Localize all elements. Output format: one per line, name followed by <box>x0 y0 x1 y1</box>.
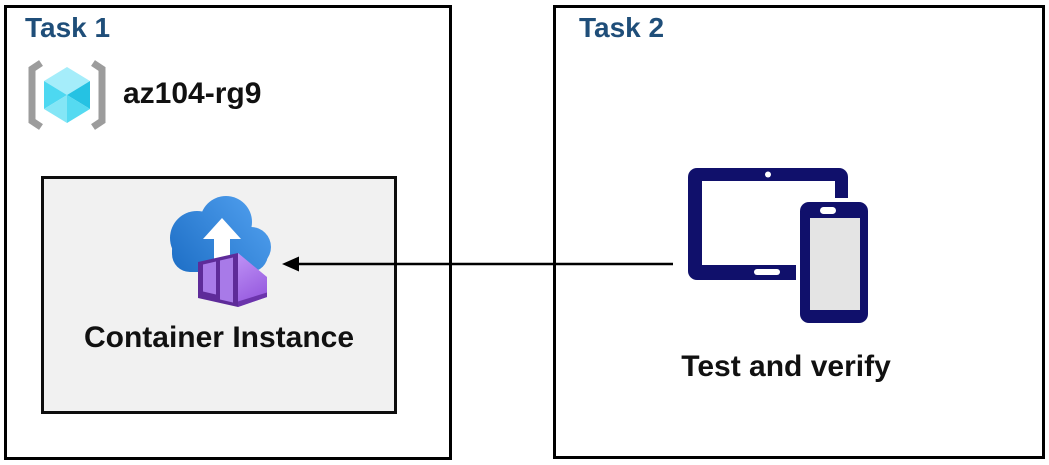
task1-title: Task 1 <box>25 12 111 43</box>
upload-arrow-icon <box>203 218 241 272</box>
resource-group-name: az104-rg9 <box>123 77 262 110</box>
phone-icon <box>796 198 872 327</box>
container-instance-icon <box>170 196 271 307</box>
resource-group-icon <box>28 60 106 130</box>
container-instance-label: Container Instance <box>83 321 355 354</box>
container-box-shape <box>198 253 267 307</box>
devices-icon <box>688 168 872 327</box>
task2-title: Task 2 <box>579 12 665 43</box>
test-and-verify-label: Test and verify <box>681 350 891 383</box>
